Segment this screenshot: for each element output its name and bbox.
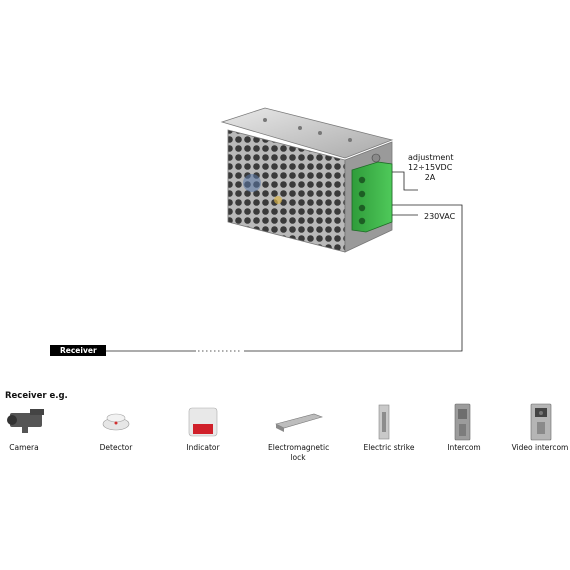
adjustment-line-2: 12÷15VDC bbox=[408, 163, 453, 172]
device-label-intercom: Intercom bbox=[447, 443, 481, 452]
device-label-video-intercom: Video intercom bbox=[511, 443, 569, 452]
terminal-block bbox=[351, 153, 393, 233]
receiver-wire bbox=[106, 204, 463, 352]
adjustment-annotation: adjustment 12÷15VDC 2A bbox=[408, 153, 454, 183]
device-label-detector: Detector bbox=[99, 443, 133, 452]
device-label-electric-strike: Electric strike bbox=[363, 443, 415, 452]
electromagnetic-lock-icon bbox=[275, 413, 323, 432]
video-intercom-icon bbox=[530, 403, 552, 441]
intercom-icon bbox=[454, 403, 471, 441]
electric-strike-icon bbox=[378, 404, 390, 440]
device-label-camera: Camera bbox=[9, 443, 39, 452]
receiver-section-title: Receiver e.g. bbox=[5, 391, 68, 401]
device-label-indicator: Indicator bbox=[186, 443, 220, 452]
leader-lines bbox=[106, 171, 463, 352]
adjustment-line-3: 2A bbox=[424, 173, 436, 182]
receiver-box: Receiver bbox=[50, 345, 106, 356]
indicator-icon bbox=[188, 407, 218, 437]
adjustment-line-1: adjustment bbox=[408, 153, 454, 162]
input-voltage-annotation: 230VAC bbox=[424, 212, 456, 221]
detector-icon bbox=[102, 413, 130, 431]
device-label-electromagnetic-lock: Electromagnetic lock bbox=[268, 443, 330, 462]
camera-icon bbox=[7, 409, 44, 433]
